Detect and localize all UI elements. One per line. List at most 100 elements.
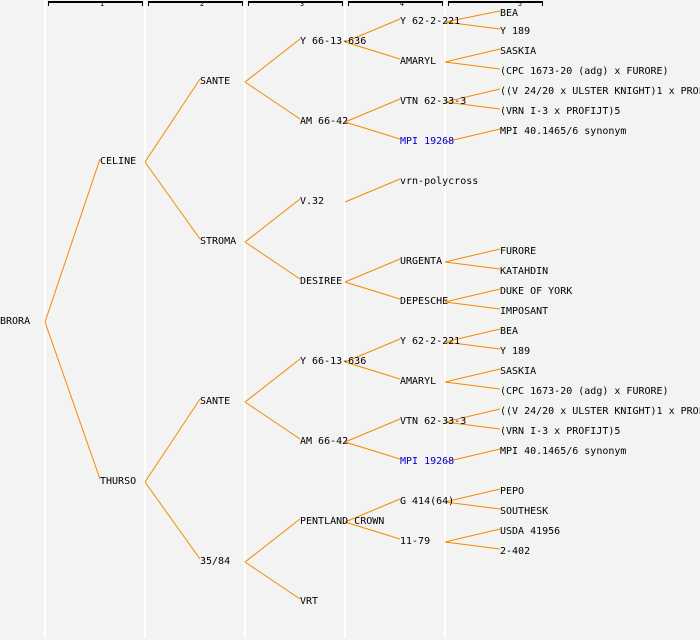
pedigree-node: PENTLAND CROWN <box>300 516 385 527</box>
pedigree-line <box>444 301 501 310</box>
pedigree-line <box>44 158 101 323</box>
pedigree-node: CELINE <box>100 156 137 167</box>
pedigree-line <box>144 481 201 560</box>
pedigree-line <box>444 128 501 143</box>
pedigree-line <box>444 541 501 550</box>
pedigree-line <box>344 338 401 363</box>
pedigree-node: SASKIA <box>500 366 537 377</box>
pedigree-node: DUKE OF YORK <box>500 286 573 297</box>
pedigree-line <box>244 241 301 280</box>
pedigree-node: BRORA <box>0 316 31 327</box>
pedigree-line <box>144 78 201 163</box>
pedigree-line <box>444 21 501 30</box>
pedigree-line <box>344 18 401 43</box>
column-separator <box>144 0 146 638</box>
pedigree-line <box>344 361 401 380</box>
pedigree-node: MPI 40.1465/6 synonym <box>500 446 627 457</box>
pedigree-node: STROMA <box>200 236 237 247</box>
pedigree-node: G 414(64) <box>400 496 455 507</box>
pedigree-node: DESIREE <box>300 276 343 287</box>
pedigree-line <box>444 48 501 63</box>
pedigree-node: ((V 24/20 x ULSTER KNIGHT)1 x PROFIJT) <box>500 406 700 417</box>
pedigree-node: PEPO <box>500 486 525 497</box>
pedigree-line <box>344 98 401 123</box>
pedigree-node: SANTE <box>200 76 231 87</box>
column-separator <box>44 0 46 638</box>
pedigree-line <box>444 408 501 423</box>
pedigree-node: Y 189 <box>500 26 531 37</box>
pedigree-line <box>444 488 501 503</box>
pedigree-node: VRT <box>300 596 319 607</box>
pedigree-node: BEA <box>500 326 519 337</box>
pedigree-node: vrn-polycross <box>400 176 479 187</box>
pedigree-link[interactable]: MPI 19268 <box>400 456 455 467</box>
generation-header-4 <box>348 1 443 6</box>
pedigree-node: VTN 62-33-3 <box>400 416 467 427</box>
pedigree-node: DEPESCHE <box>400 296 449 307</box>
pedigree-node: FURORE <box>500 246 537 257</box>
pedigree-line <box>444 88 501 103</box>
generation-header-3 <box>248 1 343 6</box>
pedigree-node: 35/84 <box>200 556 231 567</box>
pedigree-node: Y 189 <box>500 346 531 357</box>
pedigree-line <box>44 321 101 480</box>
pedigree-node: 2-402 <box>500 546 531 557</box>
pedigree-line <box>344 441 401 460</box>
pedigree-line <box>344 281 401 300</box>
generation-number: 3 <box>299 0 305 8</box>
pedigree-node: AM 66-42 <box>300 436 349 447</box>
pedigree-line <box>144 398 201 483</box>
pedigree-node: Y 62-2-221 <box>400 16 461 27</box>
pedigree-line <box>344 521 401 540</box>
pedigree-node: (VRN I-3 x PROFIJT)5 <box>500 106 621 117</box>
pedigree-line <box>344 41 401 60</box>
pedigree-line <box>344 498 401 523</box>
pedigree-line <box>444 61 501 70</box>
pedigree-line <box>344 418 401 443</box>
pedigree-node: SASKIA <box>500 46 537 57</box>
pedigree-node: AM 66-42 <box>300 116 349 127</box>
pedigree-line <box>244 561 301 600</box>
column-separator <box>244 0 246 638</box>
pedigree-line <box>444 448 501 463</box>
generation-header-2 <box>148 1 243 6</box>
pedigree-line <box>444 341 501 350</box>
pedigree-node: (VRN I-3 x PROFIJT)5 <box>500 426 621 437</box>
pedigree-node: 11-79 <box>400 536 431 547</box>
generation-number: 4 <box>399 0 405 8</box>
pedigree-node: AMARYL <box>400 56 437 67</box>
pedigree-line <box>244 518 301 563</box>
generation-number: 2 <box>199 0 205 8</box>
column-separator <box>444 0 446 638</box>
pedigree-node: URGENTA <box>400 256 443 267</box>
pedigree-node: SANTE <box>200 396 231 407</box>
pedigree-line <box>444 421 501 430</box>
generation-header-5 <box>448 1 543 6</box>
pedigree-line <box>444 381 501 390</box>
pedigree-line <box>444 288 501 303</box>
pedigree-node: (CPC 1673-20 (adg) x FURORE) <box>500 386 669 397</box>
pedigree-line <box>244 81 301 120</box>
pedigree-line <box>444 10 501 23</box>
pedigree-line <box>444 528 501 543</box>
pedigree-line <box>244 198 301 243</box>
pedigree-line <box>444 501 501 510</box>
pedigree-node: IMPOSANT <box>500 306 549 317</box>
generation-number: 5 <box>517 0 523 8</box>
pedigree-node: V.32 <box>300 196 325 207</box>
pedigree-node: ((V 24/20 x ULSTER KNIGHT)1 x PROFIJT) <box>500 86 700 97</box>
pedigree-node: BEA <box>500 8 519 19</box>
pedigree-node: Y 66-13-636 <box>300 356 367 367</box>
pedigree-node: THURSO <box>100 476 137 487</box>
pedigree-line <box>244 358 301 403</box>
pedigree-line <box>444 101 501 110</box>
pedigree-line <box>444 368 501 383</box>
pedigree-line <box>144 161 201 240</box>
pedigree-line <box>344 178 401 203</box>
pedigree-link[interactable]: MPI 19268 <box>400 136 455 147</box>
generation-number: 1 <box>99 0 105 8</box>
column-separator <box>344 0 346 638</box>
pedigree-line <box>344 121 401 140</box>
pedigree-node: SOUTHESK <box>500 506 549 517</box>
